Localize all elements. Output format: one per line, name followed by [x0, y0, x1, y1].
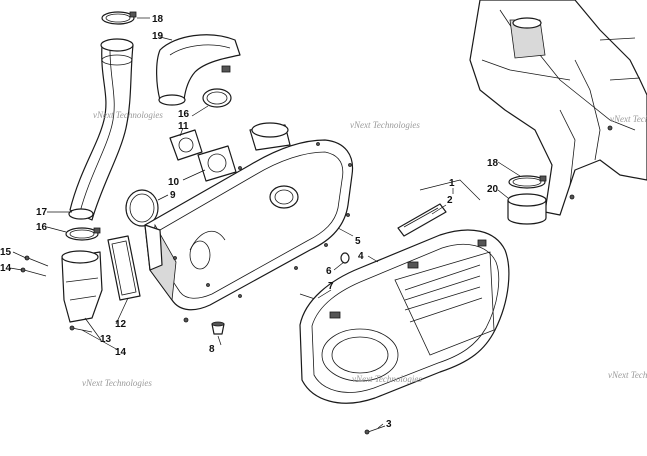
part-17-intake-duct: [68, 38, 134, 221]
watermarks: vNext Technologies vNext Technologies vN…: [82, 110, 647, 388]
callout-14-lower: 14: [115, 347, 127, 358]
callout-5: 5: [355, 236, 361, 247]
callout-7: 7: [328, 281, 334, 292]
callout-13: 13: [100, 334, 112, 345]
part-3-bolt: [364, 425, 386, 435]
part-20-sleeve: [507, 193, 547, 225]
part-16-clamp-upper: [202, 88, 232, 108]
part-19-elbow-boot: [156, 34, 241, 106]
part-15-bolt: [24, 255, 49, 267]
watermark-text: vNext Technologies: [350, 120, 420, 130]
callout-3: 3: [386, 419, 392, 430]
callout-6: 6: [326, 266, 332, 277]
part-18-clamp-right: [508, 175, 547, 189]
callout-labels: 18 19 16 11 10 9 17 16 15 14 12 13 14 8 …: [0, 14, 499, 430]
callout-18-left: 18: [152, 14, 164, 25]
leader-lines: [9, 17, 521, 429]
part-14-bolt-upper: [20, 267, 47, 277]
part-6-fastener: [340, 252, 350, 264]
part-13-intake-adapter: [61, 250, 103, 323]
callout-12: 12: [115, 319, 127, 330]
watermark-text: vNext Technologies: [82, 378, 152, 388]
part-4-outer-cover: [299, 229, 510, 404]
watermark-text: vNext Technologies: [610, 114, 647, 124]
callout-16-upper: 16: [178, 109, 190, 120]
callout-18-right: 18: [487, 158, 499, 169]
part-9-seal-ring: [125, 189, 159, 227]
part-12-gasket-strip: [107, 235, 141, 301]
callout-19: 19: [152, 31, 164, 42]
vehicle-body-fragment: [469, 0, 647, 216]
part-1-kit-bracket: [419, 179, 481, 201]
part-2-badge: [397, 203, 447, 237]
callout-10: 10: [168, 177, 180, 188]
watermark-text: vNext Technologies: [352, 374, 422, 384]
part-8-grommet: [211, 321, 225, 335]
part-18-clamp-left: [101, 11, 137, 25]
part-16-clamp-lower: [65, 227, 101, 241]
part-5-inner-cover: [144, 122, 354, 323]
callout-16-lower: 16: [36, 222, 48, 233]
callout-4: 4: [358, 251, 364, 262]
part-14-bolt-lower: [69, 325, 93, 333]
callout-8: 8: [209, 344, 215, 355]
callout-1: 1: [449, 178, 455, 189]
watermark-text: vNext Technologies: [608, 370, 647, 380]
callout-15: 15: [0, 247, 12, 258]
callout-11: 11: [178, 121, 189, 132]
callout-9: 9: [170, 190, 176, 201]
watermark-text: vNext Technologies: [93, 110, 163, 120]
callout-2: 2: [447, 195, 453, 206]
part-10-gasket: [197, 145, 237, 182]
callout-14-upper: 14: [0, 263, 12, 274]
callout-20: 20: [487, 184, 499, 195]
part-11-gasket: [169, 129, 203, 161]
callout-17: 17: [36, 207, 48, 218]
